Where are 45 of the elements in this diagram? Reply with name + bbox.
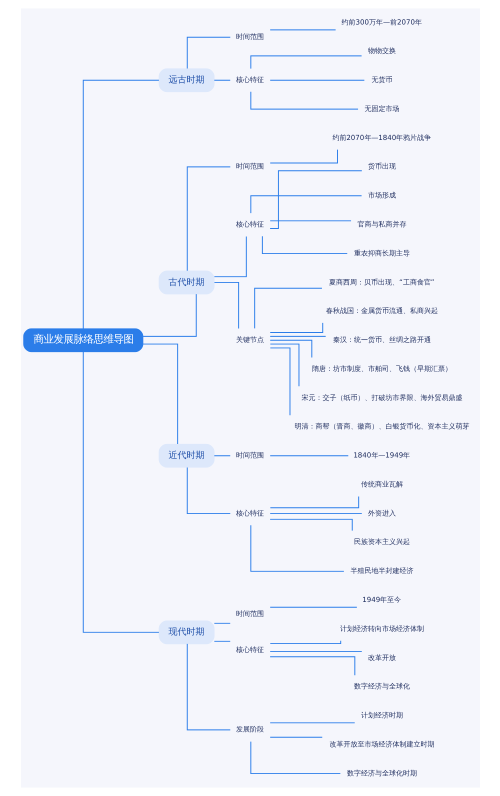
connector: [269, 722, 355, 724]
connector: [269, 344, 299, 387]
connector: [269, 149, 338, 164]
node-box: 近代时期: [158, 444, 214, 468]
connector: [269, 220, 352, 222]
connector: [269, 640, 341, 644]
connector: [186, 36, 230, 69]
connector: [213, 80, 230, 81]
connector: [186, 466, 230, 514]
connector: [261, 236, 348, 254]
connector: [82, 80, 159, 330]
connector: [269, 170, 362, 229]
connector: [269, 340, 312, 358]
connector: [250, 741, 340, 774]
connector: [269, 336, 326, 337]
connector: [269, 455, 348, 456]
connector: [142, 344, 178, 445]
node-box: 商业发展脉络思维导图: [22, 328, 143, 352]
connector: [82, 351, 159, 633]
node-box: 远古时期: [158, 68, 214, 92]
connector: [213, 236, 246, 278]
connector: [269, 606, 357, 608]
node-box: 现代时期: [158, 620, 214, 644]
connector: [269, 736, 322, 738]
connector: [186, 166, 230, 272]
connector: [250, 195, 362, 214]
connector: [269, 656, 355, 676]
connector: [213, 622, 230, 624]
connector: [269, 347, 290, 416]
connector: [269, 513, 362, 514]
connector: [213, 640, 230, 642]
connector: [254, 288, 322, 329]
connector: [269, 29, 336, 30]
node-box: 古代时期: [158, 270, 214, 294]
connector: [269, 80, 364, 81]
connector: [250, 91, 358, 110]
connector: [269, 651, 362, 652]
connector: [269, 322, 323, 333]
connector: [186, 643, 230, 730]
connector: [269, 518, 352, 532]
connector: [269, 496, 359, 508]
connector: [213, 455, 230, 456]
connector: [213, 282, 239, 330]
connector: [250, 524, 344, 572]
connector: [142, 294, 196, 337]
